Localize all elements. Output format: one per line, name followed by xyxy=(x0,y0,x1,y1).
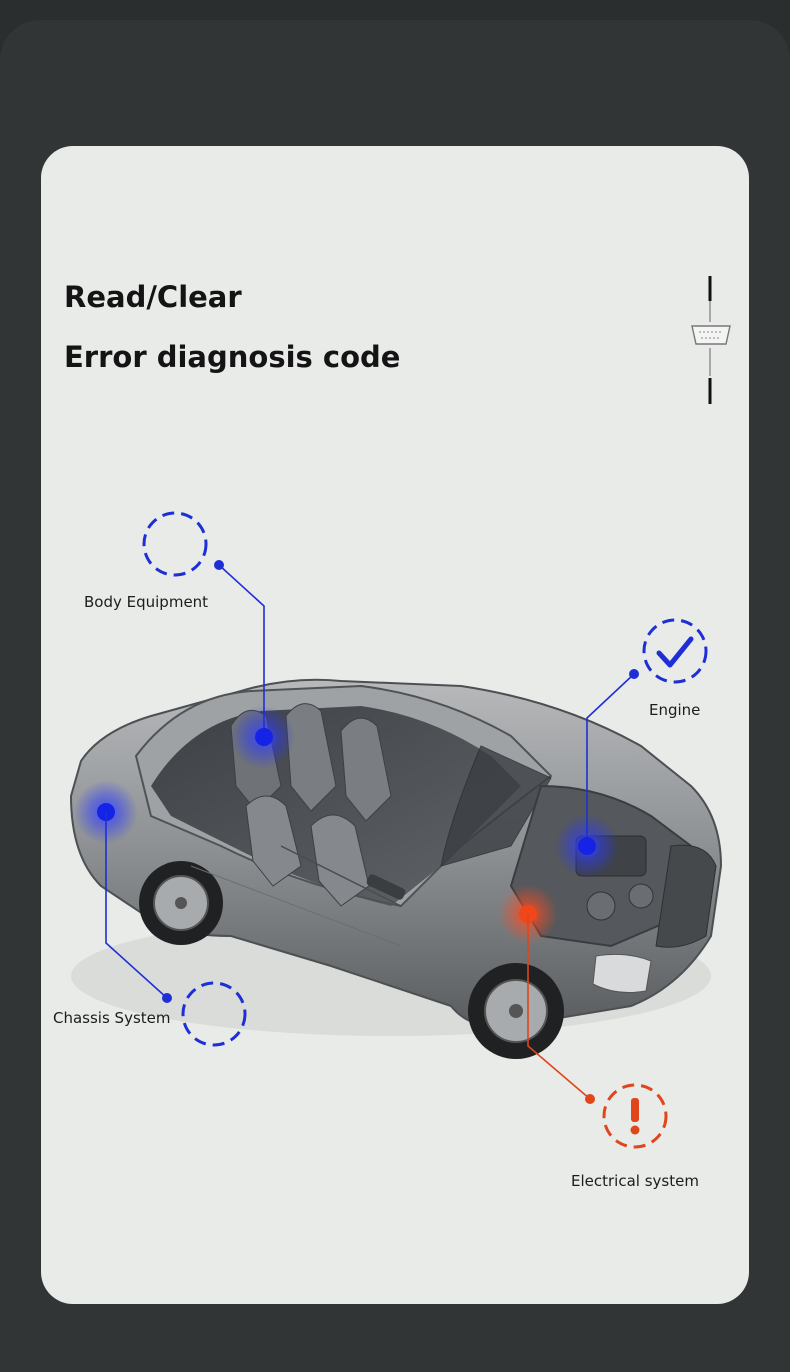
body-equipment-label: Body Equipment xyxy=(84,593,209,611)
engine-callout xyxy=(578,618,708,855)
check-mark-icon xyxy=(656,636,694,668)
chassis-system-callout xyxy=(97,803,247,1047)
chassis-system-label: Chassis System xyxy=(53,1009,171,1027)
headline-line-1: Read/Clear xyxy=(64,280,242,314)
dashed-circle-icon xyxy=(181,981,247,1047)
electrical-system-label: Electrical system xyxy=(571,1172,699,1190)
body-equipment-callout xyxy=(142,511,273,746)
car-cutaway-illustration xyxy=(69,678,723,1059)
feature-card: Read/Clear Error diagnosis code xyxy=(41,146,749,1304)
engine-label: Engine xyxy=(649,701,701,719)
exclamation-icon xyxy=(630,1098,640,1135)
dashed-circle-icon xyxy=(142,511,208,577)
headline-line-2: Error diagnosis code xyxy=(64,340,401,374)
callouts xyxy=(97,511,708,1149)
electrical-system-callout xyxy=(519,905,668,1149)
